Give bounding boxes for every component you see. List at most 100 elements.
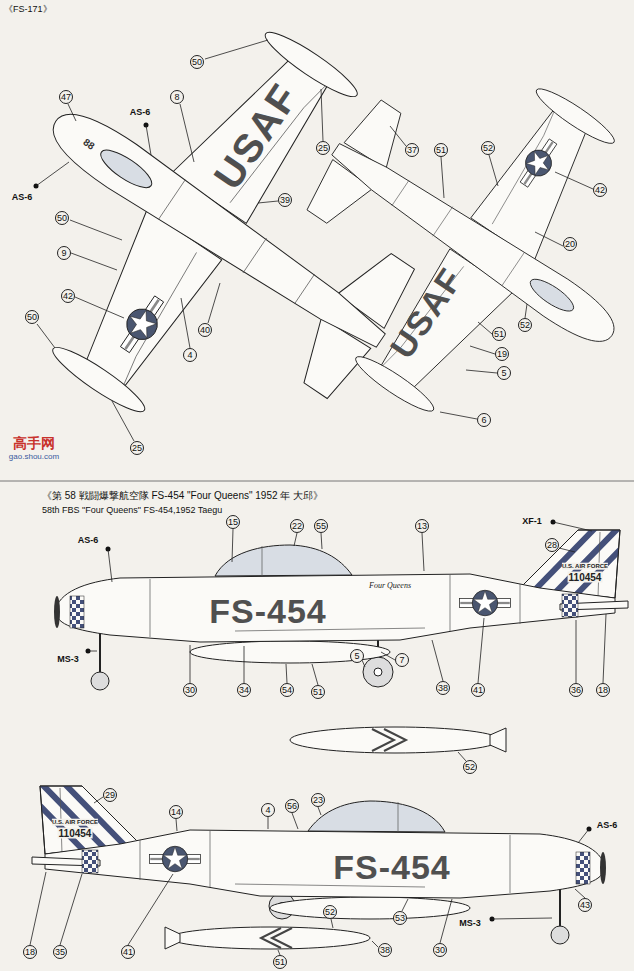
paint-code: AS-6	[11, 193, 34, 203]
callout-number: 38	[436, 681, 450, 695]
leader-line	[535, 232, 563, 246]
callout-number: 55	[314, 519, 328, 533]
leader-line	[458, 752, 466, 761]
leader-line	[205, 40, 268, 59]
callout-number: 51	[492, 327, 506, 341]
drawn-figure	[240, 8, 634, 478]
callout-number: 41	[121, 945, 135, 959]
drawn-circle	[91, 672, 109, 690]
leader-line	[466, 370, 497, 373]
paint-code: AS-6	[77, 536, 100, 546]
drawn-outline	[372, 729, 406, 751]
leader-line	[559, 886, 561, 927]
callout-number: 15	[226, 515, 240, 529]
callout-number: 47	[59, 90, 73, 104]
drawn-circle	[374, 668, 382, 676]
leader-line	[94, 797, 103, 803]
leader-line	[208, 283, 220, 323]
tail-marking: U.S. AIR FORCE	[562, 563, 608, 570]
leader-line	[559, 548, 575, 552]
heading: 58th FBS "Four Queens" FS-454,1952 Taegu	[42, 506, 222, 516]
paint-dot	[34, 123, 592, 922]
leader-line	[381, 652, 395, 660]
buzz-number: FS-454	[209, 593, 327, 630]
leader-line	[578, 829, 589, 843]
callout-number: 30	[183, 683, 197, 697]
leader-line	[146, 125, 151, 155]
leader-line	[180, 104, 194, 162]
paint-code: XF-1	[521, 517, 543, 527]
callout-number: 22	[290, 519, 304, 533]
leader-line	[70, 220, 122, 240]
leader-line	[68, 104, 76, 121]
buzz-number: FS-454	[333, 849, 451, 886]
leader-line	[99, 630, 101, 673]
callout-number: 52	[323, 905, 337, 919]
callout-number: 14	[169, 805, 183, 819]
leader-line	[318, 807, 321, 815]
callout-number: 52	[463, 760, 477, 774]
leader-line	[112, 401, 134, 441]
leader-line	[603, 614, 606, 683]
callout-number: 28	[545, 538, 559, 552]
callout-number: 6	[477, 413, 491, 427]
tail-marking: U.S. AIR FORCE	[52, 819, 98, 826]
leader-lines	[30, 40, 606, 955]
callout-number: 51	[434, 143, 448, 157]
callout-number: 52	[518, 318, 532, 332]
leader-line	[575, 889, 585, 898]
leader-line	[362, 660, 365, 667]
callout-number: 41	[471, 683, 485, 697]
leader-line	[390, 126, 406, 146]
callout-number: 29	[103, 788, 117, 802]
serial-number: 110454	[568, 572, 603, 583]
leader-line	[321, 89, 323, 141]
callout-number: 50	[55, 211, 69, 225]
callout-number: 4	[183, 348, 197, 362]
callout-number: 43	[578, 898, 592, 912]
callout-number: 25	[316, 141, 330, 155]
callout-number: 5	[497, 366, 511, 380]
leader-line	[441, 157, 444, 198]
leader-line	[555, 172, 593, 189]
leader-line	[478, 618, 484, 683]
leader-line	[470, 346, 495, 354]
wing-marking: USAF	[383, 261, 470, 365]
drawn-circle	[363, 657, 393, 687]
leader-line	[60, 874, 82, 945]
heading: 《FS-171》	[4, 5, 52, 15]
leader-line	[181, 298, 190, 348]
drawn-circle	[551, 926, 569, 944]
leader-line	[312, 664, 318, 685]
leader-line	[30, 872, 46, 945]
callout-number: 54	[280, 683, 294, 697]
callout-number: 39	[278, 193, 292, 207]
leader-line	[525, 304, 527, 318]
leader-line	[128, 874, 173, 945]
callout-number: 25	[130, 441, 144, 455]
leader-line	[36, 162, 69, 186]
watermark: gao.shou.com	[9, 453, 59, 462]
leader-line	[232, 529, 233, 562]
leader-line	[440, 412, 477, 419]
drawn-figure	[54, 523, 634, 663]
leader-line	[176, 819, 177, 831]
leader-line	[492, 918, 552, 919]
callout-number: 52	[481, 141, 495, 155]
callout-number: 18	[23, 945, 37, 959]
drawn-outline	[261, 928, 292, 948]
leader-line	[402, 899, 408, 911]
drawn-figure	[0, 0, 493, 507]
leader-line	[489, 155, 498, 186]
callout-number: 53	[393, 911, 407, 925]
callout-number: 42	[61, 289, 75, 303]
callout-number: 9	[57, 246, 71, 260]
divider-line	[0, 481, 634, 482]
nose-art: Four Queens	[369, 582, 411, 591]
drop-tank	[165, 727, 506, 949]
serial-number: 110454	[58, 828, 93, 839]
leader-line	[432, 640, 443, 681]
nose-number: 88	[81, 136, 96, 151]
paint-code: MS-3	[56, 655, 80, 665]
